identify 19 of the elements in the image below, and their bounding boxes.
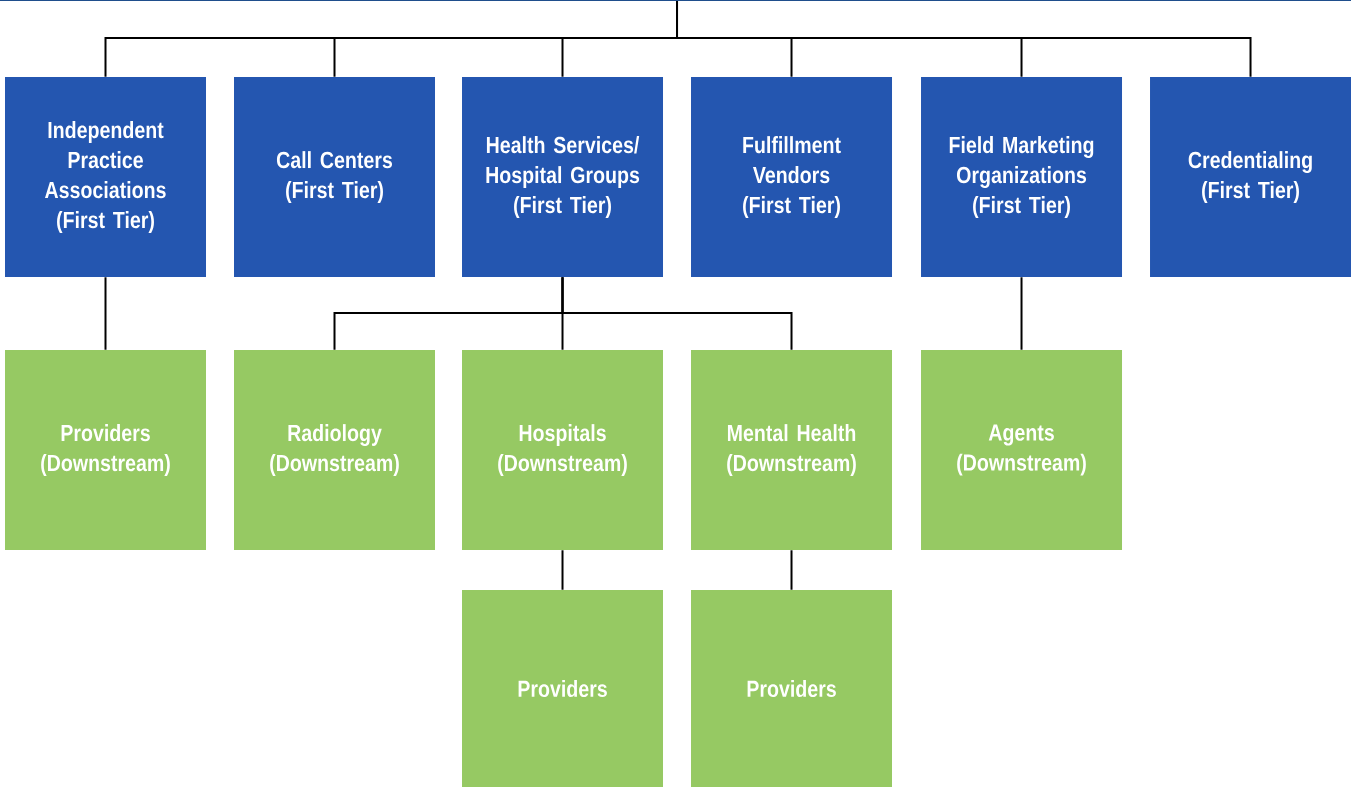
- connector: [676, 0, 1252, 78]
- first-tier-box: Credentialing (First Tier): [1150, 77, 1351, 277]
- connector: [104, 276, 107, 351]
- first-tier-box: Independent Practice Associations (First Tier): [5, 77, 206, 277]
- connector: [790, 549, 793, 591]
- connector: [561, 549, 564, 591]
- first-tier-box: Fulfillment Vendors (First Tier): [691, 77, 892, 277]
- first-tier-box: Call Centers (First Tier): [234, 77, 435, 277]
- downstream-box: Providers: [691, 590, 892, 787]
- downstream-box: Providers (Downstream): [5, 350, 206, 550]
- downstream-box: Radiology (Downstream): [234, 350, 435, 550]
- connector: [561, 276, 793, 351]
- downstream-box: Mental Health (Downstream): [691, 350, 892, 550]
- downstream-box: Hospitals (Downstream): [462, 350, 663, 550]
- downstream-box: Agents (Downstream): [921, 350, 1122, 550]
- first-tier-box: Health Services/ Hospital Groups (First Tier): [462, 77, 663, 277]
- downstream-box: Providers: [462, 590, 663, 787]
- first-tier-box: Field Marketing Organizations (First Tier): [921, 77, 1122, 277]
- connector: [1020, 276, 1023, 351]
